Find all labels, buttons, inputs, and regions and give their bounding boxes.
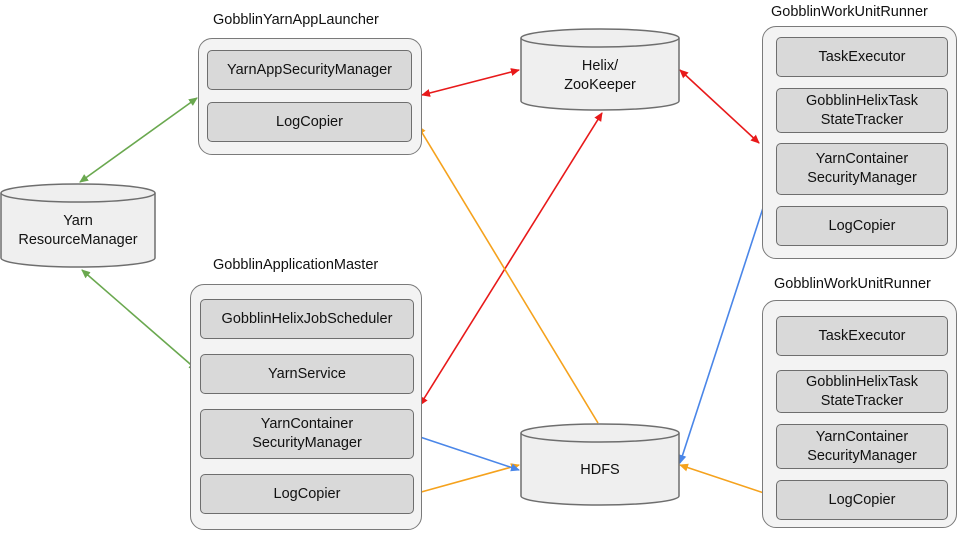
runner-bottom-log-copier: LogCopier bbox=[776, 480, 948, 520]
hdfs-launcher-logcopier-arrow bbox=[417, 125, 599, 424]
launcher-title: GobblinYarnAppLauncher bbox=[213, 12, 379, 28]
launcher-security-manager: YarnAppSecurityManager bbox=[207, 50, 412, 90]
resource-manager-label: Yarn ResourceManager bbox=[18, 213, 138, 248]
launcher-log-copier: LogCopier bbox=[207, 102, 412, 142]
resource-manager-cylinder bbox=[0, 183, 156, 268]
zookeeper-cylinder bbox=[520, 28, 680, 111]
runner-secmgr-hdfs-arrow bbox=[678, 167, 777, 464]
runner-logcopier-hdfs-arrow bbox=[679, 463, 777, 498]
runner-top-state-tracker: GobblinHelixTask StateTracker bbox=[776, 88, 948, 133]
app-master-title: GobblinApplicationMaster bbox=[213, 257, 379, 273]
rm-launcher-arrow bbox=[79, 97, 198, 183]
runner-bottom-state-tracker: GobblinHelixTask StateTracker bbox=[776, 370, 948, 413]
zk-appmaster-arrow bbox=[419, 112, 603, 406]
app-master-container: GobblinHelixJobScheduler YarnService Yar… bbox=[190, 284, 422, 530]
launcher-zk-arrow bbox=[421, 68, 520, 97]
runner-top-log-copier: LogCopier bbox=[776, 206, 948, 246]
hdfs-cylinder bbox=[520, 423, 680, 506]
appmaster-secmgr-hdfs-arrow bbox=[413, 434, 520, 472]
app-master-log-copier: LogCopier bbox=[200, 474, 414, 514]
launcher-container: YarnAppSecurityManager LogCopier bbox=[198, 38, 422, 155]
app-master-security-manager: YarnContainer SecurityManager bbox=[200, 409, 414, 459]
yarn-service: YarnService bbox=[200, 354, 414, 394]
appmaster-logcopier-hdfs-arrow bbox=[413, 463, 520, 495]
runner-top-title: GobblinWorkUnitRunner bbox=[771, 4, 928, 20]
zookeeper-label: Helix/ ZooKeeper bbox=[564, 58, 636, 93]
runner-top-security-manager: YarnContainer SecurityManager bbox=[776, 143, 948, 195]
runner-bottom-security-manager: YarnContainer SecurityManager bbox=[776, 424, 948, 469]
runner-top-task-executor: TaskExecutor bbox=[776, 37, 948, 77]
runner-bottom-task-executor: TaskExecutor bbox=[776, 316, 948, 356]
zk-runner-arrow bbox=[679, 69, 760, 144]
rm-appmaster-arrow bbox=[81, 269, 198, 371]
hdfs-label: HDFS bbox=[580, 461, 620, 478]
job-scheduler: GobblinHelixJobScheduler bbox=[200, 299, 414, 339]
runner-bottom-title: GobblinWorkUnitRunner bbox=[774, 276, 931, 292]
runner-top-container: TaskExecutor GobblinHelixTask StateTrack… bbox=[762, 26, 957, 259]
runner-bottom-container: TaskExecutor GobblinHelixTask StateTrack… bbox=[762, 300, 957, 528]
